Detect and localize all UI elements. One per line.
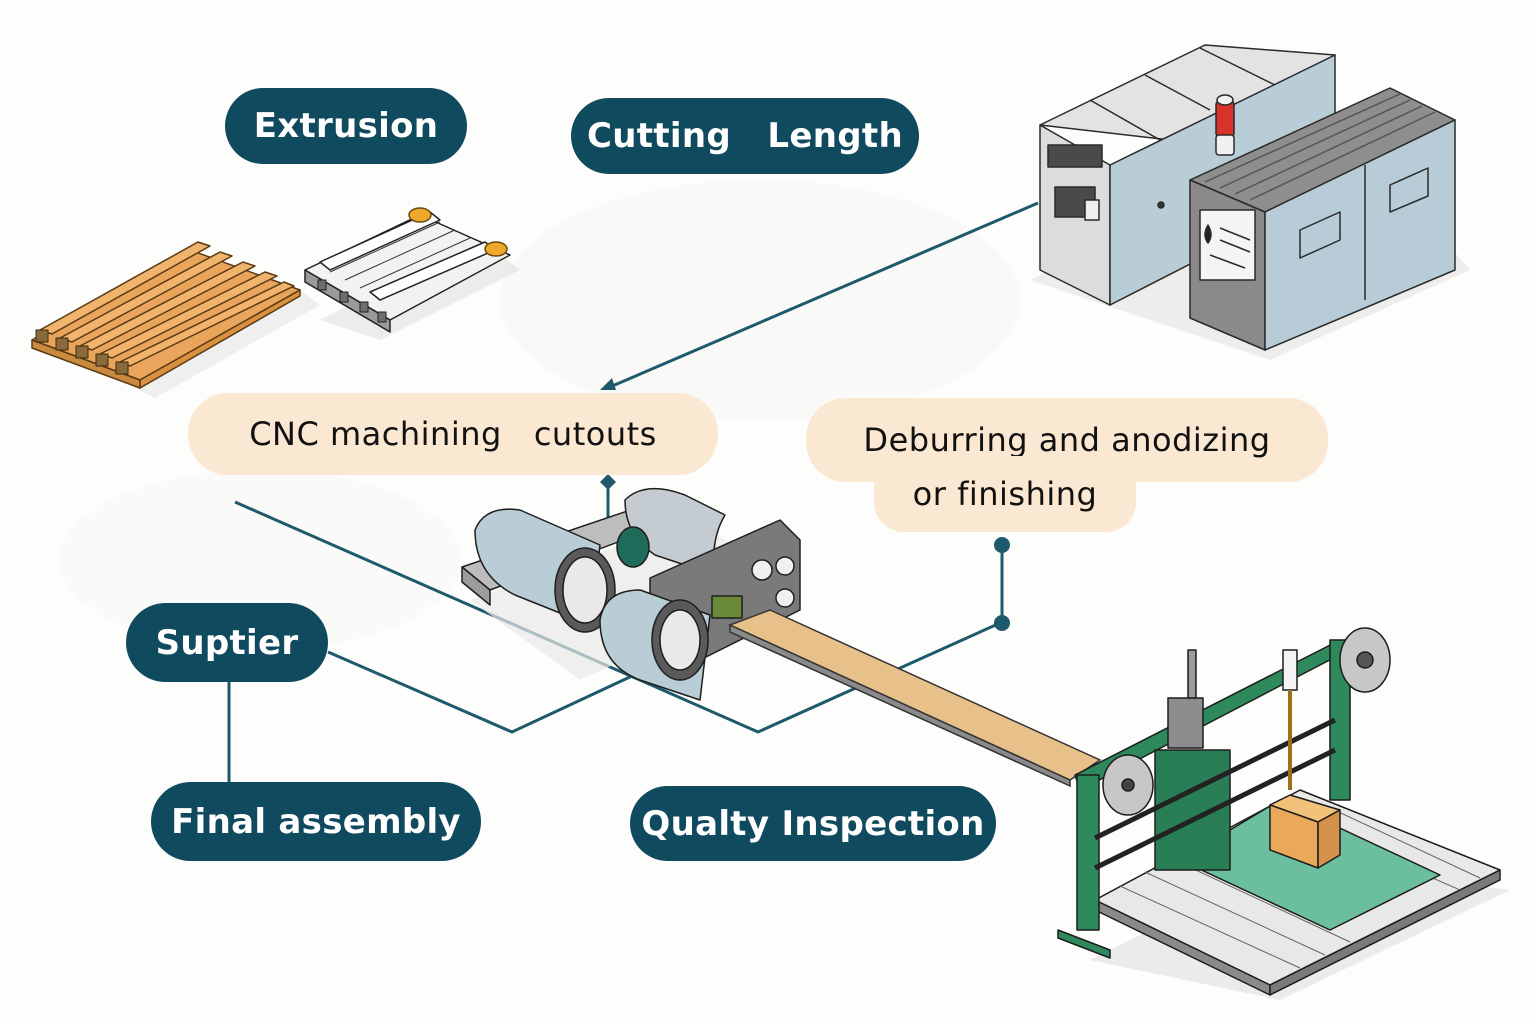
hollow-extrusion-profile <box>304 207 520 340</box>
dot-marker-icon <box>994 615 1010 631</box>
step-extrusion: Extrusion <box>225 88 467 164</box>
step-supplier: Suptier <box>126 603 328 682</box>
conveyor-strip <box>728 609 1102 788</box>
diamond-marker-icon <box>600 474 616 490</box>
step-quality-inspection: Qualty Inspection <box>630 786 996 861</box>
step-label: Cutting Length <box>587 116 903 156</box>
connector-markers <box>600 378 1010 631</box>
step-label: Final assembly <box>171 801 461 842</box>
step-label-line1: Deburring and anodizing <box>863 421 1271 459</box>
connector-lines <box>227 201 1039 782</box>
dot-marker-icon <box>994 537 1010 553</box>
step-deburring-anodizing: Deburring and anodizing or finishing <box>806 398 1328 534</box>
connector-cnc-to-inspection <box>234 500 1001 734</box>
cutting-machine-cabinets <box>1030 44 1470 360</box>
background-shapes <box>60 180 1020 650</box>
step-label: CNC machining cutouts <box>249 415 657 453</box>
step-label: Extrusion <box>253 106 439 146</box>
step-final-assembly: Final assembly <box>151 782 481 861</box>
connector-cutting-to-cnc <box>609 201 1039 389</box>
step-cutting-length: Cutting Length <box>571 98 919 174</box>
step-cnc-machining: CNC machining cutouts <box>188 393 718 475</box>
connector-supplier-to-cnc-machine <box>327 650 633 734</box>
step-deburring-line2-bg: or finishing <box>874 456 1136 532</box>
extruded-aluminum-profile <box>31 241 320 398</box>
step-label: Qualty Inspection <box>641 803 985 844</box>
step-label: Suptier <box>155 622 299 663</box>
inspection-gantry-station <box>1057 627 1510 1000</box>
step-label-line2: or finishing <box>912 475 1098 513</box>
arrowhead-icon <box>600 378 616 390</box>
cnc-machine <box>461 487 801 701</box>
